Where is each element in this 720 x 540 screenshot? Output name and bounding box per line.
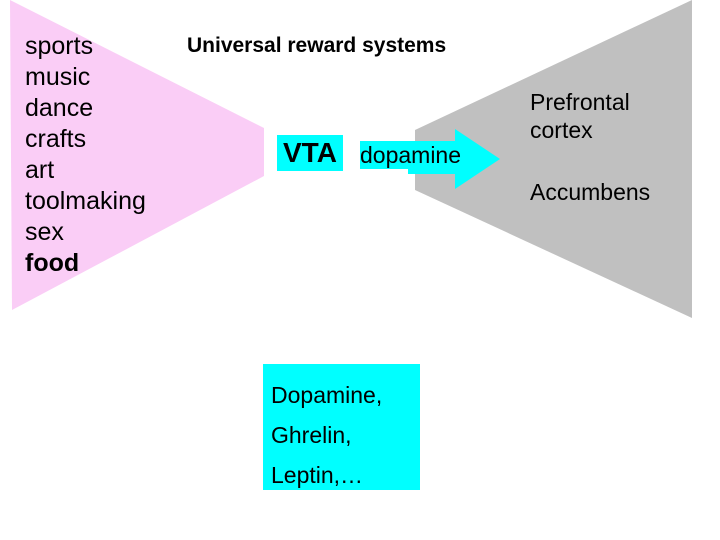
accumbens-label: Accumbens [530,179,651,205]
neurochemical-leptin: Leptin,… [271,462,364,488]
vta-label: VTA [277,135,343,171]
word-music: music [25,63,91,91]
prefrontal-cortex-line-1: Prefrontal [530,89,630,115]
prefrontal-cortex-line-2: cortex [530,117,593,143]
gray-funnel-shape [415,0,692,318]
neurochemical-ghrelin: Ghrelin, [271,422,352,448]
neurochemicals-box: Dopamine, Ghrelin, Leptin,… [263,364,420,490]
prefrontal-cortex-label: Prefrontal cortex [530,88,630,144]
reward-word-list: sports music dance crafts art toolmaking… [25,31,225,279]
word-sports: sports [25,32,94,60]
word-sex: sex [25,218,64,246]
dopamine-label: dopamine [360,141,462,169]
neurochemical-dopamine: Dopamine, [271,382,383,408]
word-dance: dance [25,94,94,122]
word-toolmaking: toolmaking [25,187,146,215]
word-food: food [25,249,80,277]
pink-funnel-shape [10,0,264,310]
slide-title: Universal reward systems [187,34,447,57]
word-crafts: crafts [25,125,87,153]
word-art: art [25,156,55,184]
